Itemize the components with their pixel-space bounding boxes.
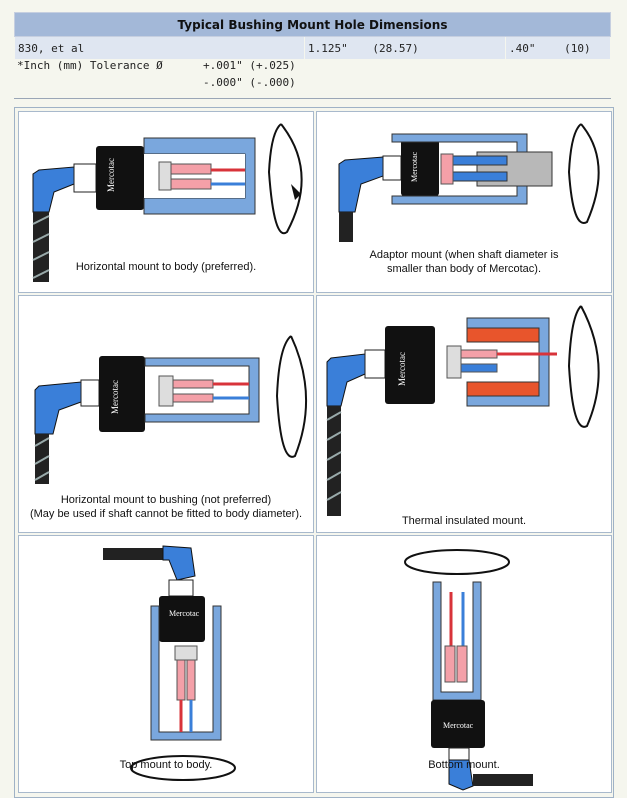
dimensions-table: Typical Bushing Mount Hole Dimensions 83… [14,12,611,60]
caption-line: Top mount to body. [119,759,213,771]
table-title: Typical Bushing Mount Hole Dimensions [14,12,611,37]
caption-line: Adaptor mount (when shaft diameter is [369,249,559,261]
svg-text:Mercotac: Mercotac [397,352,407,386]
figure-horizontal-body: Mercotac Horizontal mount to body (prefe… [18,111,314,293]
caption-line: Thermal insulated mount. [401,515,527,527]
right-angle-connector [32,166,75,213]
bushing-housing [144,357,260,423]
rotation-arrow [267,123,303,235]
diameter-inch: 1.125" [308,41,348,55]
cable [473,774,533,786]
caption-line: Horizontal mount to body (preferred). [75,261,257,273]
diagram-horizontal-bushing: Mercotac [34,335,307,484]
caption-line: Bottom mount. [428,759,500,771]
mercotac-body [385,326,435,404]
figure-adaptor-mount: Mercotac Adaptor mount (when shaft diame… [316,111,612,293]
tolerance-plus: +.001" (+.025) [203,59,296,72]
diagram-horizontal-body: Mercotac [32,123,303,282]
caption-line: Horizontal mount to bushing (not preferr… [60,494,272,506]
caption-line: smaller than body of Mercotac). [386,263,542,275]
caption-line: (May be used if shaft cannot be fitted t… [29,508,303,520]
cable [33,212,49,282]
mercotac-body [99,356,145,432]
tolerance-block: *Inch (mm) Tolerance Ø +.001" (+.025) -.… [14,57,611,99]
diagram-adaptor-mount: Mercotac [338,123,600,242]
mercotac-body [159,596,205,642]
figure-bottom-mount: Mercotac Bottom mount. [316,535,612,793]
mercotac-body [96,146,144,210]
table-row: 830, et al 1.125" (28.57) .40" (10) [14,36,611,60]
diameter-cell: 1.125" (28.57) [304,36,506,60]
diagram-thermal-insulated: Mercotac [326,305,600,516]
depth-mm: (10) [564,41,591,55]
figure-caption: Horizontal mount to body (preferred). [19,260,313,274]
rotation-arrow [130,755,236,781]
diagram-bottom-mount: Mercotac [404,549,533,791]
rotation-arrow [567,305,600,428]
model-cell: 830, et al [14,36,305,60]
mount-body [150,605,222,741]
diagram-top-mount: Mercotac [103,545,236,781]
cable [103,548,163,560]
rotation-arrow [567,123,600,224]
mercotac-body [431,700,485,748]
svg-text:Mercotac: Mercotac [110,380,120,414]
figure-thermal-insulated: Mercotac Thermal insulated mount. [316,295,612,533]
svg-text:Mercotac: Mercotac [410,151,419,182]
mercotac-body [401,140,439,196]
tolerance-label: *Inch (mm) Tolerance Ø [17,59,163,72]
figure-caption: Top mount to body. [19,758,313,772]
insulation-layer [466,327,540,343]
figure-caption: Bottom mount. [317,758,611,772]
figure-caption: Thermal insulated mount. [317,514,611,528]
tolerance-minus: -.000" (-.000) [203,76,296,89]
figure-caption: Horizontal mount to bushing (not preferr… [19,493,313,521]
depth-inch: .40" [509,41,536,55]
diameter-mm: (28.57) [372,41,419,55]
rotation-arrow [275,335,307,458]
svg-text:Mercotac: Mercotac [106,158,116,192]
svg-text:Mercotac: Mercotac [169,609,200,618]
mount-figures-grid: Mercotac Horizontal mount to body (prefe… [14,107,614,798]
figure-horizontal-bushing: Mercotac Horizontal mount to bushing (no… [18,295,314,533]
svg-text:Mercotac: Mercotac [443,721,474,730]
rotation-arrow [404,549,510,575]
depth-cell: .40" (10) [505,36,611,60]
figure-caption: Adaptor mount (when shaft diameter is sm… [317,248,611,276]
figure-top-mount: Mercotac Top mount to body. [18,535,314,793]
